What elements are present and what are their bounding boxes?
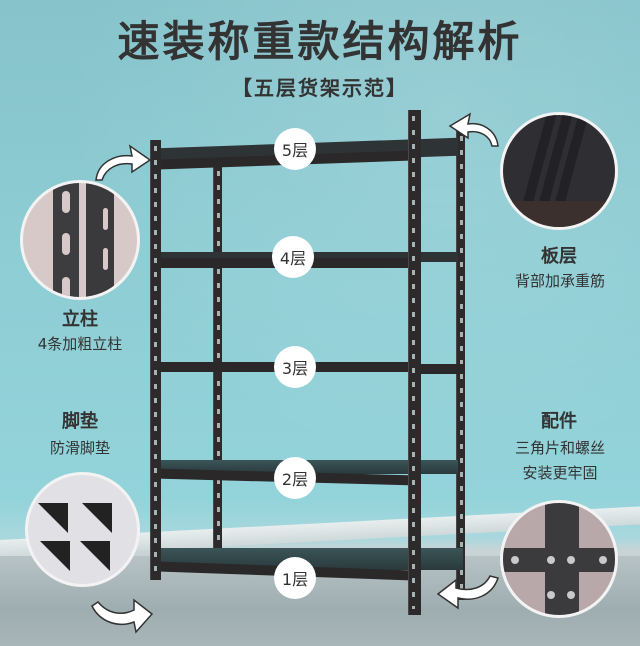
bolt-icon xyxy=(547,556,555,564)
bolt-icon xyxy=(511,556,519,564)
post-detail-image xyxy=(20,180,140,300)
curved-arrow-icon xyxy=(448,112,499,147)
post-slot xyxy=(103,208,108,230)
post-bar xyxy=(86,183,114,297)
rack-post-front-left xyxy=(150,140,161,580)
post-slot xyxy=(103,248,108,270)
feet-title: 脚垫 xyxy=(62,411,98,432)
feet-detail-image xyxy=(25,472,140,587)
page-subtitle: 【五层货架示范】 xyxy=(232,76,408,100)
shelf-desc: 背部加承重筋 xyxy=(514,272,605,290)
curved-arrow-icon xyxy=(95,144,152,181)
level-label-1: 1层 xyxy=(274,557,316,599)
post-slot xyxy=(62,277,70,297)
shelf-edge xyxy=(503,201,615,227)
rack-post-back-left xyxy=(213,165,222,555)
foot-pad xyxy=(38,503,68,533)
parts-title: 配件 xyxy=(541,411,577,432)
post-slot xyxy=(62,191,70,213)
level-label-2: 2层 xyxy=(274,457,316,499)
curved-arrow-icon xyxy=(436,575,499,610)
bracket-horizontal xyxy=(503,548,615,572)
post-desc: 4条加粗立柱 xyxy=(37,335,123,353)
curved-arrow-icon xyxy=(91,598,154,634)
shelf-detail-image xyxy=(500,112,618,230)
foot-pad xyxy=(80,541,110,571)
foot-pad xyxy=(82,503,112,533)
parts-desc-line2: 安装更牢固 xyxy=(522,464,598,482)
level-label-4: 4层 xyxy=(272,236,314,278)
level-label-3: 3层 xyxy=(274,346,316,388)
bolt-icon xyxy=(599,556,607,564)
page-title: 速装称重款结构解析 xyxy=(117,17,523,66)
bolt-icon xyxy=(567,556,575,564)
parts-detail-image xyxy=(500,500,618,618)
rack-post-front-right xyxy=(408,110,421,615)
shelf-side-beam-3 xyxy=(415,364,465,374)
parts-desc-line1: 三角片和螺丝 xyxy=(514,439,605,457)
bolt-icon xyxy=(567,591,575,599)
level-label-5: 5层 xyxy=(274,128,316,170)
post-title: 立柱 xyxy=(62,309,98,330)
foot-pad xyxy=(40,541,70,571)
feet-desc: 防滑脚垫 xyxy=(49,439,110,457)
shelf-title: 板层 xyxy=(541,246,577,267)
bolt-icon xyxy=(547,591,555,599)
post-slot xyxy=(62,233,70,255)
